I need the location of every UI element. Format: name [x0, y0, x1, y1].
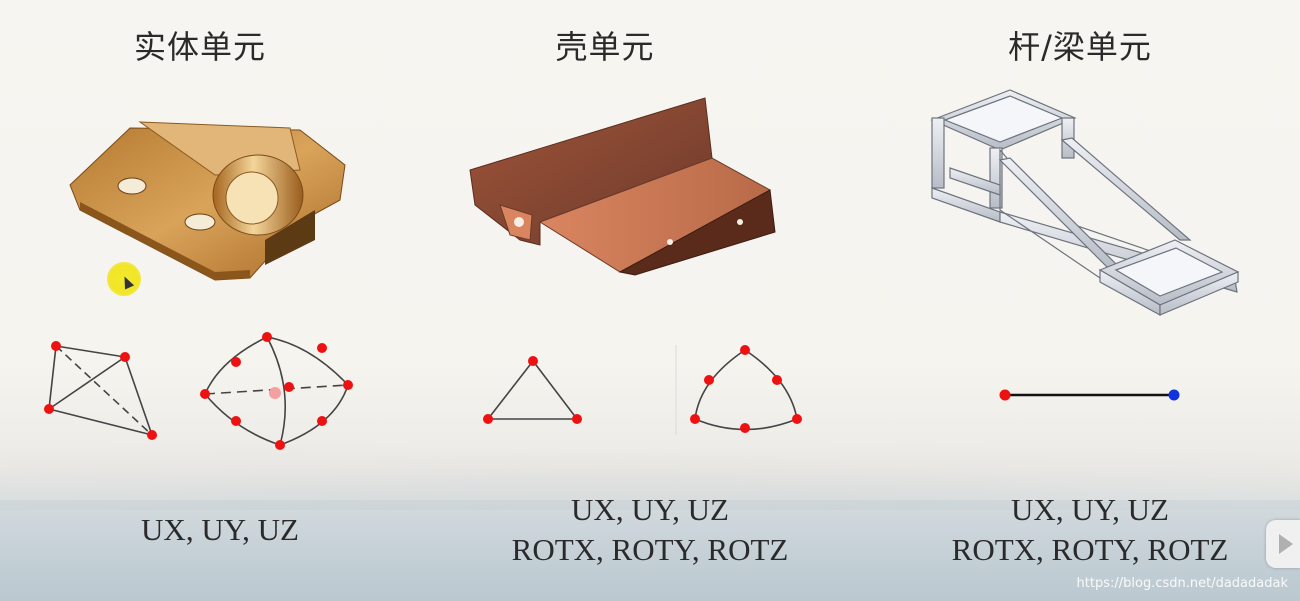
shell-dof-text: UX, UY, UZ ROTX, ROTY, ROTZ [460, 490, 840, 570]
beam-dof-text: UX, UY, UZ ROTX, ROTY, ROTZ [900, 490, 1280, 570]
cursor-highlight [107, 262, 141, 296]
dof-line: ROTX, ROTY, ROTZ [511, 532, 789, 567]
triangle-6-node-diagram [675, 345, 802, 435]
background-sea [0, 500, 1300, 601]
solid-dof-text: UX, UY, UZ [80, 510, 360, 550]
beam-element-title: 杆/梁单元 [1008, 28, 1152, 66]
tetrahedron-4-node-diagram [44, 341, 157, 440]
solid-element-title: 实体单元 [133, 28, 266, 66]
dof-line: UX, UY, UZ [141, 512, 299, 547]
dof-line: UX, UY, UZ [571, 492, 729, 527]
dof-line: UX, UY, UZ [1011, 492, 1169, 527]
background-hills [0, 430, 1300, 510]
watermark-text: https://blog.csdn.net/dadadadak [1076, 576, 1288, 591]
beam-2-node-diagram [999, 389, 1180, 401]
triangle-3-node-diagram [483, 356, 582, 424]
tetrahedron-10-node-diagram [200, 332, 353, 450]
solid-part-illustration [69, 121, 346, 281]
shell-element-title: 壳单元 [555, 28, 655, 66]
dof-line: ROTX, ROTY, ROTZ [951, 532, 1229, 567]
play-icon [1279, 534, 1293, 554]
video-play-button[interactable] [1266, 520, 1300, 568]
beam-frame-illustration [930, 89, 1240, 317]
shell-part-illustration [469, 97, 776, 276]
